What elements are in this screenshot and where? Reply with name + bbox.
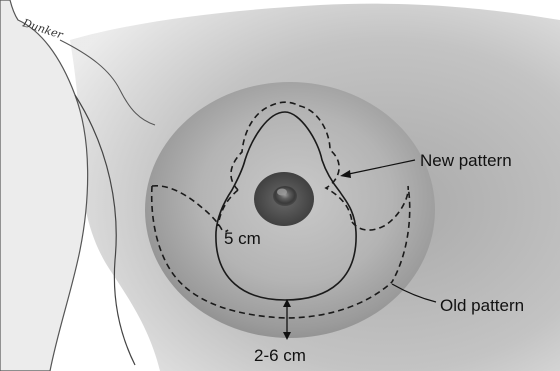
nipple-highlight — [277, 189, 287, 196]
old-pattern-label: Old pattern — [440, 296, 524, 315]
new-pattern-label: New pattern — [420, 151, 512, 170]
nipple — [273, 186, 297, 206]
nipple-distance-label: 5 cm — [224, 229, 261, 248]
fold-distance-label: 2-6 cm — [254, 346, 306, 365]
